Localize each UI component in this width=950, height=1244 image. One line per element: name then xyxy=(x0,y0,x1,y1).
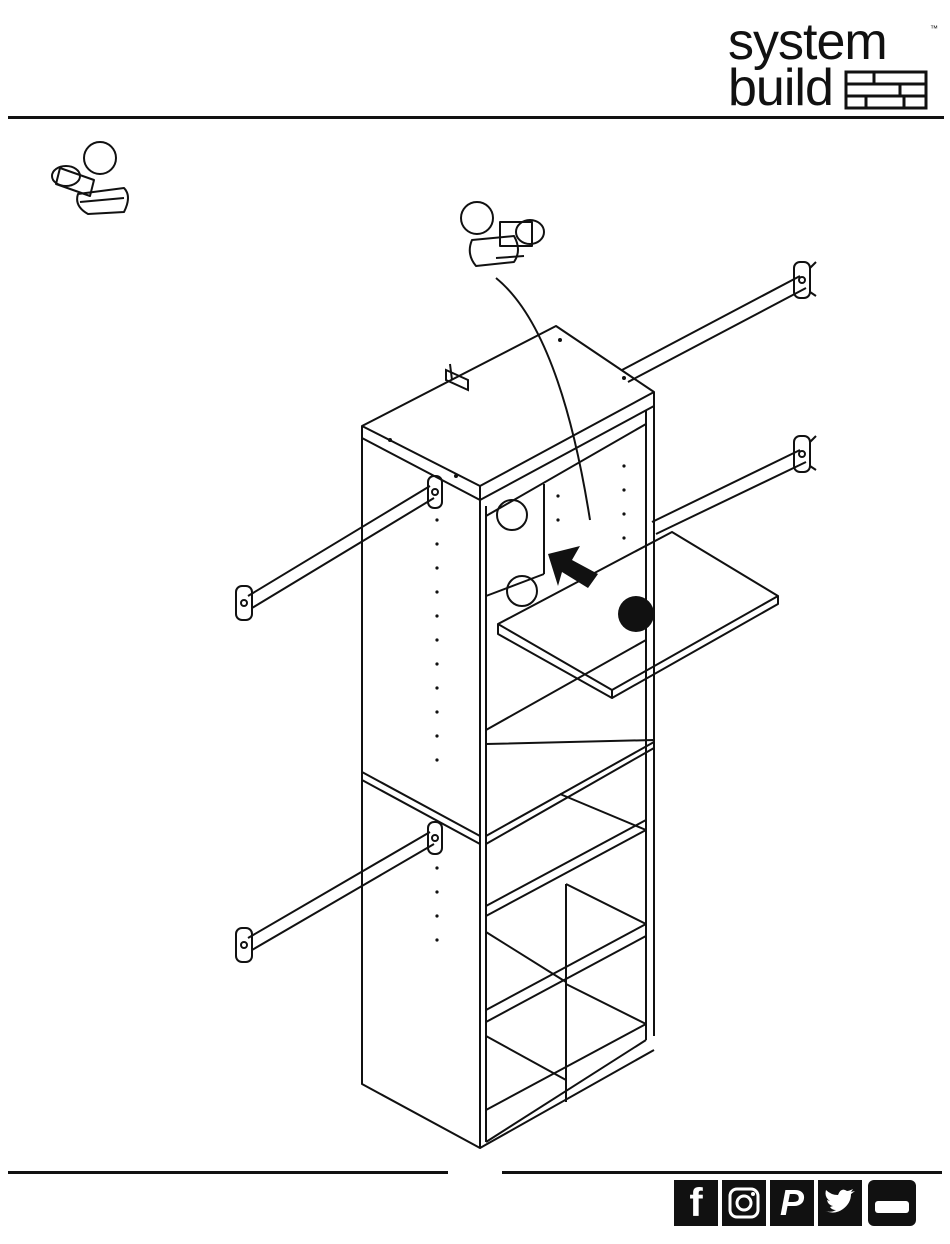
twitter-icon[interactable] xyxy=(818,1180,862,1226)
facebook-icon[interactable]: f xyxy=(674,1180,718,1226)
hanging-rod-middle-right xyxy=(652,436,816,534)
cam-lock-callout-top-left xyxy=(52,142,128,214)
part-callout-a xyxy=(497,500,527,530)
youtube-icon[interactable] xyxy=(868,1180,916,1226)
hanging-rod-top-right xyxy=(622,262,816,382)
insert-direction-arrow xyxy=(548,546,598,588)
hanging-rod-upper-left xyxy=(236,476,442,620)
tower-unit xyxy=(362,326,654,1148)
instagram-icon[interactable] xyxy=(722,1180,766,1226)
step-marker-dot xyxy=(618,596,654,632)
hanging-rod-lower-left xyxy=(236,822,442,962)
pinterest-icon[interactable]: P xyxy=(770,1180,814,1226)
cam-lock-callout-center xyxy=(461,202,590,520)
part-callout-b xyxy=(507,576,537,606)
footer-rule-right xyxy=(502,1171,942,1174)
footer-rule-left xyxy=(8,1171,448,1174)
